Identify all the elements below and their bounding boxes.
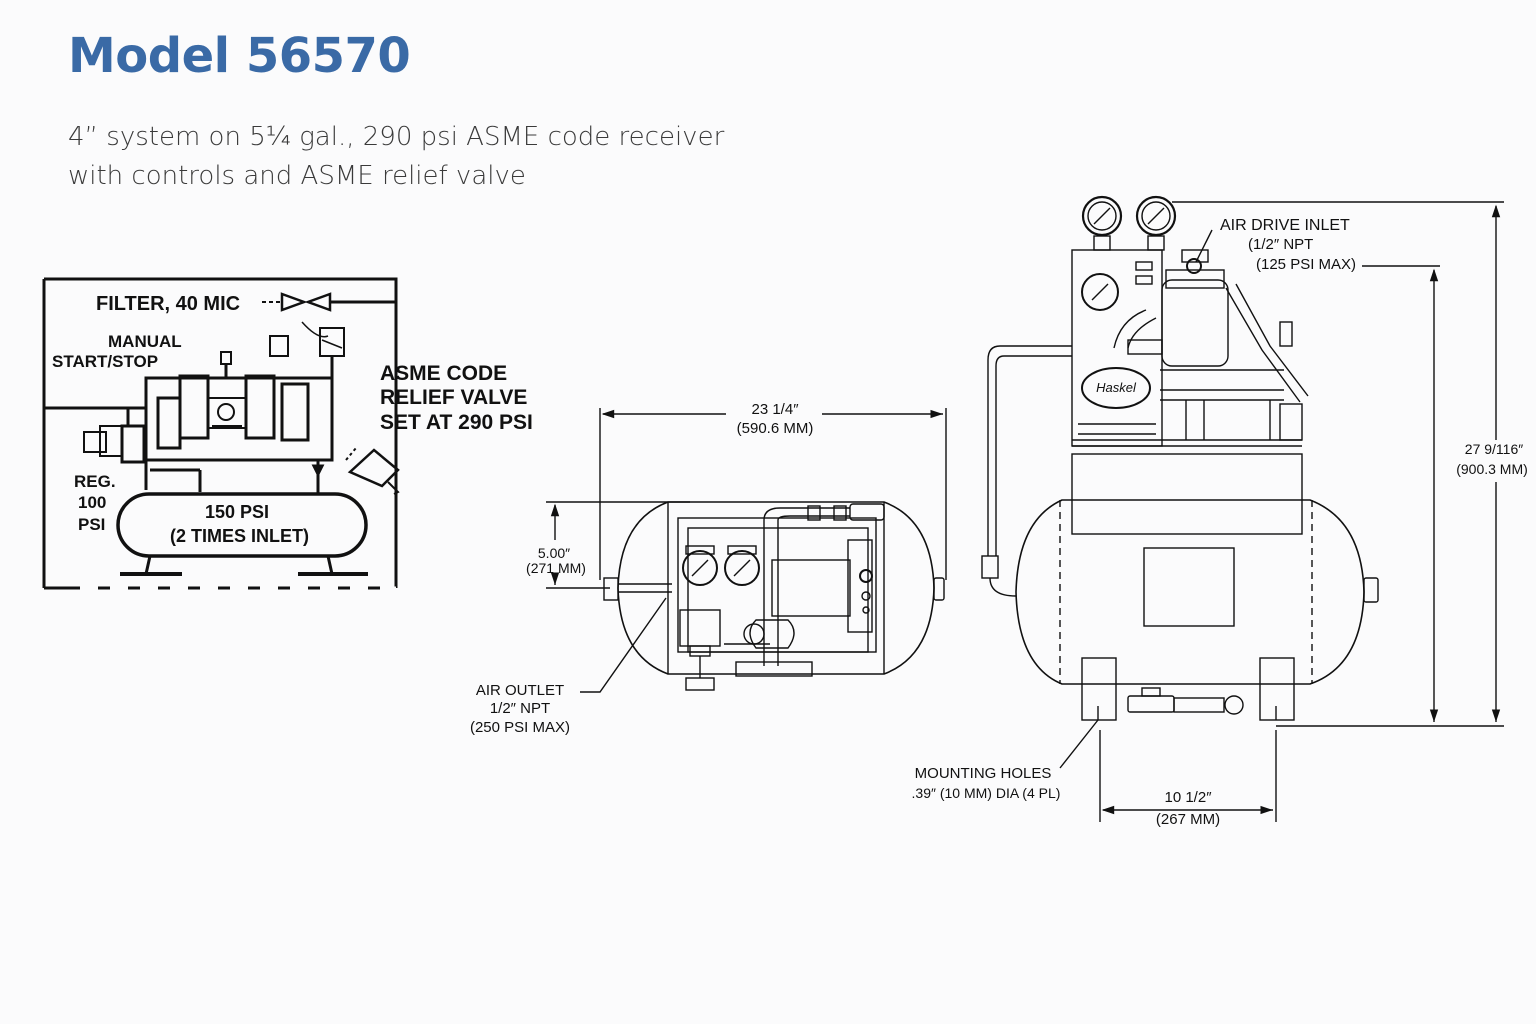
haskel-logo: Haskel [1096,380,1137,395]
side-view-labels: Haskel AIR DRIVE INLET (1/2″ NPT (125 PS… [912,217,1528,828]
air-drive-inlet-line1: AIR DRIVE INLET [1220,217,1350,234]
width-dimension-mm: (590.6 MM) [737,420,814,437]
reg-label-line1: REG. [74,472,116,491]
reg-label-line2: 100 [78,493,106,512]
schematic-diagram [42,277,400,590]
mounting-holes-line1: MOUNTING HOLES [915,765,1052,782]
relief-label-line3: SET AT 290 PSI [380,411,533,434]
top-view-drawing [546,408,947,693]
tank-pressure-line1: 150 PSI [205,502,269,522]
subtitle-line-2: with controls and ASME relief valve [68,161,526,191]
manual-label-line2: START/STOP [52,352,158,371]
hole-spacing-in: 10 1/2″ [1164,789,1212,806]
air-outlet-line1: AIR OUTLET [476,682,564,699]
tank-pressure-line2: (2 TIMES INLET) [170,526,309,546]
manual-label-line1: MANUAL [108,332,182,351]
height-dimension-in: 27 9/116″ [1465,441,1523,457]
air-drive-inlet-line3: (125 PSI MAX) [1256,256,1356,273]
offset-dimension-mm: (271 MM) [526,560,586,576]
height-dimension-mm: (900.3 MM) [1456,461,1528,477]
top-view-labels: 23 1/4″ (590.6 MM) 5.00″ (271 MM) AIR OU… [470,401,813,736]
schematic-labels: FILTER, 40 MIC MANUAL START/STOP REG. 10… [52,293,533,546]
relief-label-line2: RELIEF VALVE [380,386,527,409]
side-view-drawing [981,195,1504,822]
page-title: Model 56570 [68,28,411,84]
reg-label-line3: PSI [78,515,105,534]
air-drive-inlet-line2: (1/2″ NPT [1248,236,1313,253]
mounting-holes-line2: .39″ (10 MM) DIA (4 PL) [912,785,1061,801]
page-subtitle: 4” system on 5¼ gal., 290 psi ASME code … [68,118,724,196]
subtitle-line-1: 4” system on 5¼ gal., 290 psi ASME code … [68,122,725,152]
width-dimension-in: 23 1/4″ [751,401,799,418]
air-outlet-line2: 1/2″ NPT [490,700,550,717]
hole-spacing-mm: (267 MM) [1156,811,1220,828]
offset-dimension-in: 5.00″ [538,545,570,561]
filter-label: FILTER, 40 MIC [96,293,240,315]
relief-label-line1: ASME CODE [380,362,507,385]
air-outlet-line3: (250 PSI MAX) [470,719,570,736]
